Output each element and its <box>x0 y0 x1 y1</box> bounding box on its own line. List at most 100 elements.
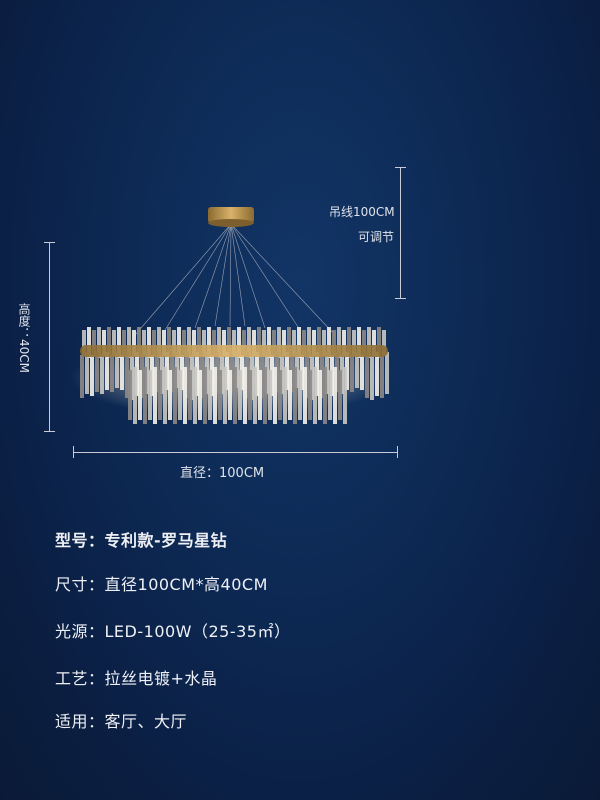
crystal <box>347 327 351 358</box>
cord-adjustable-label: 可调节 <box>358 230 395 244</box>
crystal <box>207 327 211 358</box>
crystal <box>102 330 106 356</box>
crystal <box>192 330 196 356</box>
cord-dimension-line <box>400 167 401 299</box>
crystal <box>342 330 346 356</box>
crystal <box>365 352 369 398</box>
crystal <box>82 330 86 356</box>
crystal <box>97 327 101 358</box>
crystal <box>237 327 241 358</box>
cord-dimension-cap <box>395 298 406 299</box>
diameter-dimension-cap <box>397 446 398 458</box>
diameter-dimension-cap <box>73 446 74 458</box>
crystal <box>350 355 354 392</box>
crystal <box>162 330 166 356</box>
crystal <box>257 327 261 358</box>
crystal <box>252 330 256 356</box>
crystal <box>202 330 206 356</box>
suspension-wire <box>134 223 232 336</box>
crystal <box>182 330 186 356</box>
spec-light-source: 光源：LED-100W（25-35㎡） <box>55 622 291 641</box>
crystal <box>297 327 301 358</box>
crystal <box>120 355 124 390</box>
crystal <box>163 367 167 424</box>
crystal <box>327 327 331 358</box>
crystal <box>303 367 307 424</box>
crystal <box>308 370 312 420</box>
crystal <box>375 352 379 396</box>
crystal <box>233 367 237 424</box>
crystal <box>158 370 162 420</box>
crystal <box>203 367 207 424</box>
spec-usage: 适用：客厅、大厅 <box>55 712 188 731</box>
crystal <box>372 330 376 356</box>
crystal <box>337 327 341 358</box>
crystal <box>188 370 192 420</box>
suspension-wire <box>214 223 232 327</box>
crystal <box>238 370 242 420</box>
crystal <box>382 330 386 356</box>
crystal <box>148 370 152 420</box>
crystal <box>385 352 389 394</box>
crystal <box>178 370 182 420</box>
suspension-wire <box>230 223 336 336</box>
crystal <box>247 327 251 358</box>
suspension-wire <box>230 223 246 327</box>
suspension-wire <box>230 223 301 331</box>
crystal <box>193 367 197 424</box>
crystal <box>288 370 292 420</box>
crystal <box>223 367 227 424</box>
suspension-wire <box>194 223 232 329</box>
crystal <box>167 327 171 358</box>
crystal <box>143 367 147 424</box>
crystal <box>263 367 267 424</box>
crystal <box>293 367 297 424</box>
diameter-dimension-line <box>73 452 398 453</box>
crystal <box>125 352 129 398</box>
crystal <box>380 355 384 398</box>
crystal <box>248 370 252 420</box>
crystal <box>377 327 381 358</box>
crystal <box>333 367 337 424</box>
crystal <box>85 352 89 394</box>
crystal <box>318 370 322 420</box>
spec-model: 型号：专利款-罗马星钻 <box>55 531 228 550</box>
crystal <box>338 370 342 420</box>
crystal <box>343 367 347 424</box>
crystal <box>355 352 359 388</box>
crystal <box>360 355 364 390</box>
crystal <box>307 327 311 358</box>
crystal <box>258 370 262 420</box>
crystal <box>313 367 317 424</box>
crystal <box>117 327 121 358</box>
crystal <box>272 330 276 356</box>
cord-dimension-cap <box>395 167 406 168</box>
crystal <box>302 330 306 356</box>
crystal <box>367 327 371 358</box>
crystal <box>183 367 187 424</box>
crystal <box>213 367 217 424</box>
crystal <box>243 367 247 424</box>
crystal <box>312 330 316 356</box>
crystal <box>197 327 201 358</box>
crystal <box>323 367 327 424</box>
crystal <box>253 367 257 424</box>
crystal <box>317 327 321 358</box>
spec-size: 尺寸：直径100CM*高40CM <box>55 575 268 594</box>
chandelier-image <box>70 207 390 424</box>
crystal <box>287 327 291 358</box>
crystal <box>137 327 141 358</box>
crystal <box>283 367 287 424</box>
spec-craft: 工艺：拉丝电镀+水晶 <box>55 669 218 688</box>
crystal <box>87 327 91 358</box>
crystal <box>267 327 271 358</box>
crystal <box>262 330 266 356</box>
suspension-wire <box>229 223 232 327</box>
crystal <box>362 330 366 356</box>
height-dimension-cap <box>44 431 55 432</box>
crystal <box>277 327 281 358</box>
crystal <box>212 330 216 356</box>
crystal <box>322 330 326 356</box>
crystal <box>218 370 222 420</box>
crystal <box>273 367 277 424</box>
